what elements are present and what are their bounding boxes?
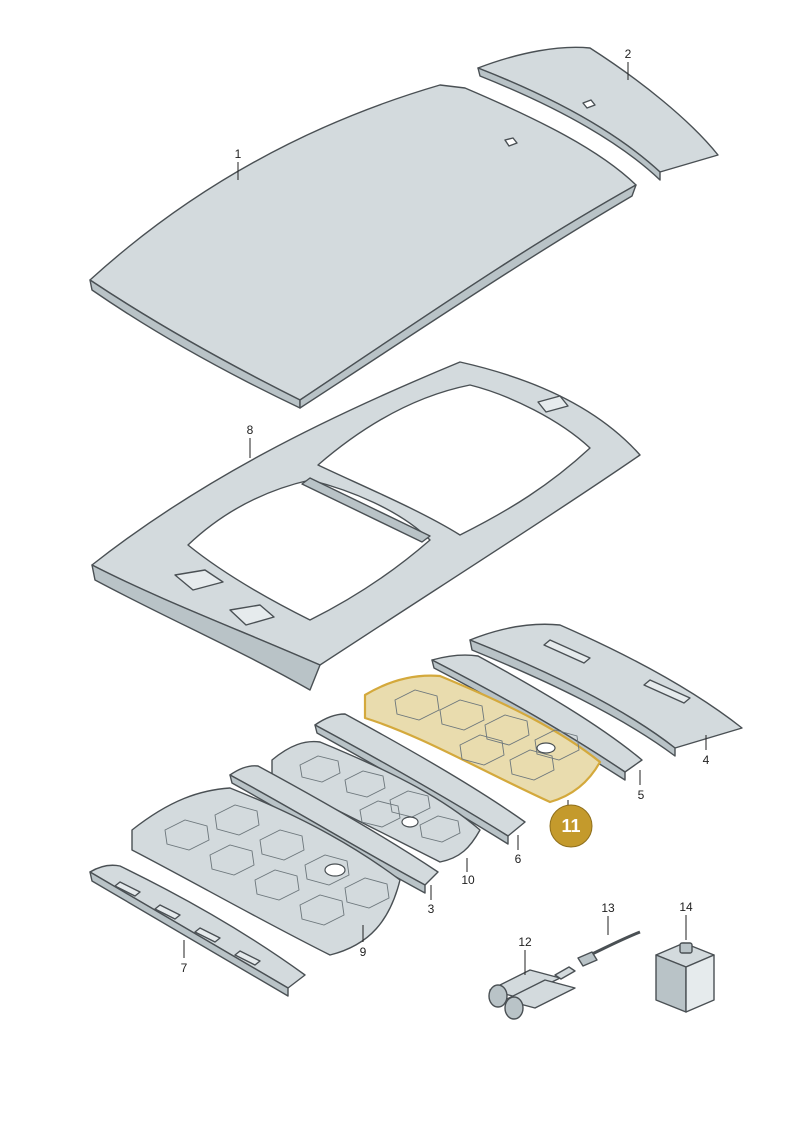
callout-8: 8 [247, 423, 254, 458]
callout-8-label: 8 [247, 423, 254, 437]
part-2-rear-roof-strip[interactable] [477, 46, 719, 181]
part-9-insulation-mat[interactable] [131, 787, 401, 956]
part-13-mixing-nozzle[interactable] [577, 930, 641, 967]
callout-1: 1 [235, 147, 242, 180]
part-14-container[interactable] [655, 942, 715, 1013]
callout-3-label: 3 [428, 902, 435, 916]
callout-2-label: 2 [625, 47, 632, 61]
part-8-roof-frame[interactable] [91, 361, 641, 691]
callout-2: 2 [625, 47, 632, 80]
callout-11-badge[interactable]: 11 [549, 800, 593, 848]
callout-6: 6 [515, 835, 522, 866]
part-11-insulation-mat[interactable] [363, 674, 602, 804]
callout-10: 10 [461, 858, 475, 887]
callout-14-label: 14 [679, 900, 693, 914]
callout-3: 3 [428, 885, 435, 916]
callout-5: 5 [638, 770, 645, 802]
callout-1-label: 1 [235, 147, 242, 161]
callout-6-label: 6 [515, 852, 522, 866]
callout-12: 12 [518, 935, 532, 975]
part-4-rear-cross-member[interactable] [469, 623, 743, 757]
part-12-adhesive-cartridge[interactable] [488, 966, 576, 1020]
callout-14: 14 [679, 900, 693, 940]
part-7-front-cross-member[interactable] [89, 864, 306, 997]
callout-10-label: 10 [461, 873, 475, 887]
callout-13: 13 [601, 901, 615, 935]
callout-4: 4 [703, 735, 710, 767]
callout-7-label: 7 [181, 961, 188, 975]
callout-9-label: 9 [360, 945, 367, 959]
part-1-roof-panel[interactable] [89, 84, 637, 409]
part-10-insulation-mat[interactable] [271, 740, 481, 863]
callout-7: 7 [181, 940, 188, 975]
callout-12-label: 12 [518, 935, 532, 949]
callout-11-label: 11 [561, 816, 580, 836]
callout-9: 9 [360, 925, 367, 959]
callout-13-label: 13 [601, 901, 615, 915]
callout-5-label: 5 [638, 788, 645, 802]
callout-4-label: 4 [703, 753, 710, 767]
